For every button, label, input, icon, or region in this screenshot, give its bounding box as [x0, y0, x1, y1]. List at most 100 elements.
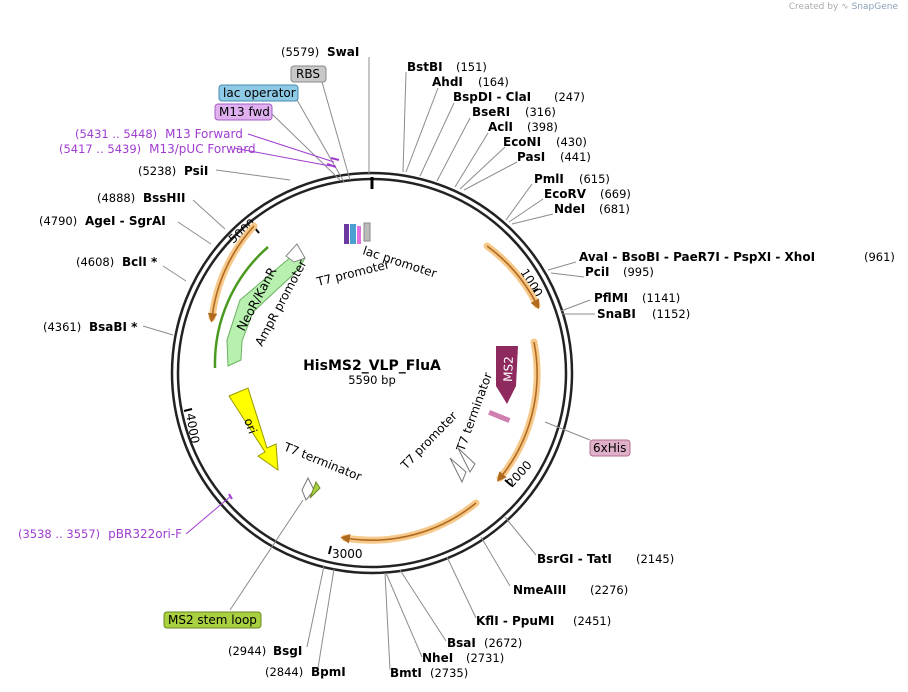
site-agei-extra: - SgrAI [115, 214, 165, 228]
site-bmti: BmtI [390, 666, 422, 680]
site-bsrgi: BsrGI - TatI [537, 552, 612, 566]
site-avai-name: AvaI [579, 250, 608, 264]
lac-region-mark-3 [357, 226, 361, 244]
his-tag-box [589, 439, 631, 457]
site-pos-pcii: (995) [623, 265, 654, 279]
site-bspdi-name: BspDI [453, 90, 492, 104]
site-pos-kfli: (2451) [573, 614, 611, 628]
site-pcii: PciI [585, 265, 610, 279]
site-bseri: BseRI [472, 105, 510, 119]
primer-pbr322ori-f-range: (3538 .. 3557) [18, 527, 100, 541]
his-tag-label: 6xHis [593, 441, 626, 455]
site-kfli: KflI - PpuMI [476, 614, 554, 628]
site-bsrgi-name: BsrGI [537, 552, 574, 566]
site-bsrgi-extra: - TatI [574, 552, 612, 566]
site-nmeaiii: NmeAIII [513, 583, 566, 597]
site-avai-extra: - BsoBI - PaeR7I - PspXI - XhoI [608, 250, 815, 264]
stem-loop-label: MS2 stem loop [168, 613, 257, 627]
primer-marks-top [326, 157, 340, 168]
t7-terminator-bottom-mark [301, 476, 315, 501]
site-agei: AgeI - SgrAI [85, 214, 166, 228]
site-snabi: SnaBI [597, 307, 636, 321]
site-bsgi: BsgI [273, 644, 302, 658]
credit-brand: SnapGene [851, 2, 898, 12]
ori-label: ori [241, 416, 259, 435]
primer-pbr322ori-f: (3538 .. 3557) pBR322ori-F [18, 527, 182, 541]
site-pos-bpmi: (2844) [265, 665, 303, 679]
lac-region-mark-1 [344, 224, 349, 244]
site-pos-pflmi: (1141) [642, 291, 680, 305]
site-pos-econi: (430) [556, 135, 587, 149]
ms2-label: MS2 [501, 356, 516, 382]
site-pos-bsai: (2672) [484, 636, 522, 650]
site-pos-acli: (398) [527, 120, 558, 134]
site-bsai: BsaI [447, 636, 476, 650]
site-pos-psii: (5238) [138, 164, 176, 178]
site-pasi: PasI [517, 150, 545, 164]
site-kfli-extra: - PpuMI [499, 614, 555, 628]
primer-m13-puc-forward: (5417 .. 5439)M13/pUC Forward [59, 142, 256, 156]
site-pos-bmti: (2735) [430, 666, 468, 680]
site-pos-pmli: (615) [579, 172, 610, 186]
m13-fwd-box [214, 103, 273, 121]
site-ndei: NdeI [554, 202, 585, 216]
backbone-outer [170, 171, 574, 575]
site-bcli: BclI * [122, 255, 158, 269]
primer-mark-bottom [228, 493, 233, 500]
site-pos-ahdi: (164) [478, 75, 509, 89]
site-ahdi: AhdI [432, 75, 463, 89]
rbs-box [290, 65, 327, 83]
primer-pbr322ori-f-name: pBR322ori-F [108, 527, 182, 541]
lac-region-mark-2 [350, 224, 356, 244]
orf-arrows [207, 222, 541, 544]
site-pos-snabi: (1152) [652, 307, 690, 321]
site-nhei: NheI [422, 651, 453, 665]
primer-m13-forward-range: (5431 .. 5448) [75, 127, 157, 141]
site-pos-avai: (961) [864, 250, 895, 264]
site-pos-agei: (4790) [39, 214, 77, 228]
lac-region-mark-4 [363, 222, 371, 242]
snapgene-credit: Created by ∿ SnapGene [789, 2, 898, 12]
site-pos-bstbi: (151) [456, 60, 487, 74]
site-bspdi-extra: - ClaI [492, 90, 531, 104]
ms2-arrow [496, 346, 518, 404]
plasmid-name: HisMS2_VLP_FluA [303, 358, 441, 374]
site-pos-nmeaiii: (2276) [590, 583, 628, 597]
site-pos-ndei: (681) [599, 202, 630, 216]
his-tag-mark [488, 410, 511, 423]
site-pos-bsrgi: (2145) [636, 552, 674, 566]
primer-m13-forward: (5431 .. 5448) M13 Forward [75, 127, 243, 141]
site-psii: PsiI [184, 164, 208, 178]
snapgene-logo-icon: ∿ [841, 2, 849, 12]
site-bpmi: BpmI [311, 665, 346, 679]
site-agei-name: AgeI [85, 214, 115, 228]
tick-label-3000: 3000 [332, 547, 363, 561]
t7-terminator-bottom-label: T7 terminator [281, 439, 364, 483]
rbs-label: RBS [296, 67, 320, 81]
primer-m13-forward-name: M13 Forward [165, 127, 243, 141]
site-pos-bspdi: (247) [554, 90, 585, 104]
site-pflmi: PflMI [594, 291, 628, 305]
site-kfli-name: KflI [476, 614, 499, 628]
t7-promoter-right-label: T7 promoter [397, 409, 460, 473]
ampr-promoter-arrow [285, 243, 306, 263]
t7-terminator-right-mark [457, 447, 476, 474]
site-pos-swai: (5579) [281, 45, 319, 59]
ori-arrow [228, 387, 279, 472]
site-pos-bseri: (316) [525, 105, 556, 119]
site-pmli: PmlI [534, 172, 564, 186]
lac-operator-box [218, 84, 299, 102]
site-pos-nhei: (2731) [466, 651, 504, 665]
site-pos-bsshii: (4888) [97, 191, 135, 205]
site-econi: EcoNI [503, 135, 541, 149]
t7-terminator-right-label: T7 terminator [453, 371, 495, 454]
site-swai: SwaI [327, 45, 359, 59]
site-avai: AvaI - BsoBI - PaeR7I - PspXI - XhoI [579, 250, 815, 264]
site-pos-ecorv: (669) [600, 187, 631, 201]
site-pos-bsabi: (4361) [43, 320, 81, 334]
site-bsabi: BsaBI * [89, 320, 138, 334]
stem-loop-box [163, 611, 262, 629]
primer-m13-puc-forward-name: M13/pUC Forward [149, 142, 256, 156]
plasmid-length: 5590 bp [348, 373, 396, 387]
